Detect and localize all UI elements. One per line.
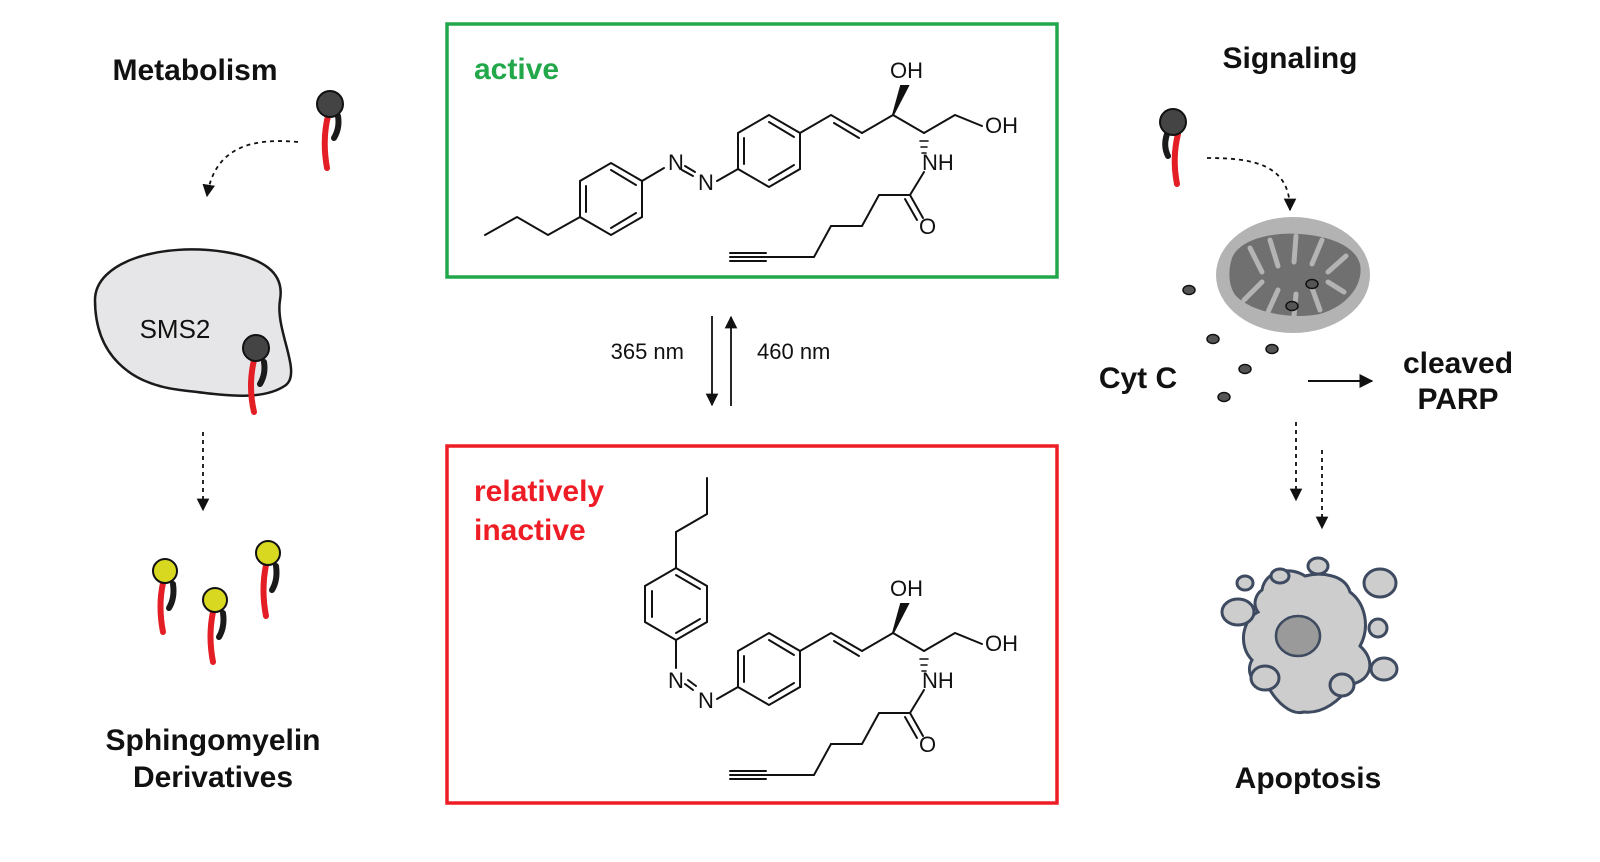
signaling-panel: Signaling: [1099, 42, 1513, 795]
inactive-nh: NH: [922, 668, 954, 693]
active-trans-structure: [484, 85, 983, 262]
active-o: O: [919, 214, 936, 239]
active-n2: N: [698, 170, 714, 195]
product-lipid-1: [152, 558, 178, 635]
active-oh-2: OH: [985, 113, 1018, 138]
signaling-arrow: [1206, 157, 1297, 212]
inactive-oh-2: OH: [985, 631, 1018, 656]
inactive-n2: N: [698, 688, 714, 713]
reverse-wavelength: 460 nm: [757, 339, 830, 364]
signaling-heading: Signaling: [1223, 42, 1358, 75]
inactive-n1: N: [668, 668, 684, 693]
apoptotic-cell-icon: [1220, 556, 1399, 715]
cytc-label: Cyt C: [1099, 362, 1177, 395]
inactive-oh-1: OH: [890, 576, 923, 601]
active-oh-1: OH: [890, 58, 923, 83]
active-box: [445, 22, 1059, 279]
apoptosis-label: Apoptosis: [1235, 762, 1382, 795]
lipid-probe-icon: [316, 90, 344, 171]
parp-label-line1: cleaved: [1403, 347, 1513, 380]
inactive-label-line1: relatively: [474, 475, 604, 508]
inactive-label-line2: inactive: [474, 514, 586, 547]
sms2-label: SMS2: [140, 314, 211, 344]
active-nh: NH: [922, 150, 954, 175]
metabolism-heading: Metabolism: [112, 54, 277, 87]
mitochondrion-icon: [1216, 217, 1370, 333]
product-label-line2: Derivatives: [133, 761, 293, 794]
inactive-cis-structure: [644, 477, 983, 780]
active-atom-labels: N N OH OH NH O: [668, 58, 1018, 239]
active-label: active: [474, 53, 559, 86]
cytc-molecules: [1182, 278, 1319, 403]
sms2-enzyme: SMS2: [93, 248, 293, 415]
parp-label-line2: PARP: [1417, 383, 1498, 416]
product-label-line1: Sphingomyelin: [105, 724, 320, 757]
inactive-box: [445, 444, 1059, 805]
forward-wavelength: 365 nm: [611, 339, 684, 364]
active-n1: N: [668, 150, 684, 175]
metabolism-panel: Metabolism SMS2: [93, 54, 344, 794]
inactive-atom-labels: N N OH OH NH O: [668, 576, 1018, 757]
uptake-arrow: [202, 140, 299, 198]
structures-panel: active: [445, 22, 1059, 805]
product-lipid-3: [255, 540, 281, 619]
product-lipid-2: [202, 587, 228, 665]
signaling-lipid-icon: [1159, 108, 1187, 187]
inactive-o: O: [919, 732, 936, 757]
